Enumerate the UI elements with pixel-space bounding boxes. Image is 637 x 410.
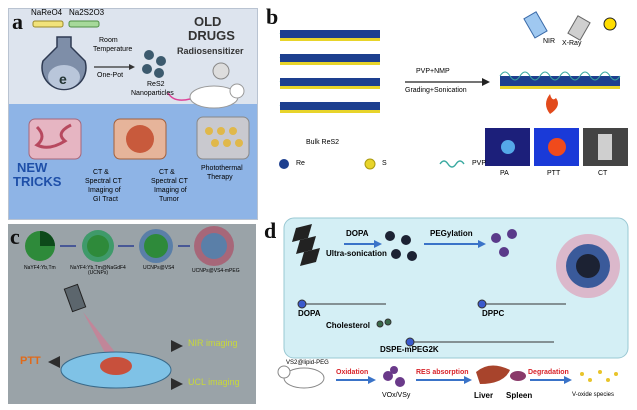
app3-line-1: Photothermal [201, 165, 243, 172]
panel-label-a: a [12, 9, 23, 34]
mode-ptt: PTT [547, 170, 561, 177]
legend-swatches [279, 158, 465, 170]
photothermal-icon [196, 116, 250, 160]
xray-icon [567, 15, 617, 41]
step-1-label: PVP+NMP [416, 68, 450, 75]
product-line-1: ReS2 [147, 81, 165, 88]
mode-pa: PA [500, 170, 509, 177]
v-oxide-species-label: V-oxide species [572, 392, 615, 398]
organ-liver-label: Liver [474, 391, 494, 400]
oxidation-label: Oxidation [336, 369, 369, 376]
liver-spleen-icon [476, 365, 526, 384]
reaction-flask-icon: e [41, 36, 87, 91]
vs2-sheets-icon [292, 224, 320, 266]
complex-label: VS2@lipid-PEG [286, 360, 329, 366]
old-drugs-line-2: DRUGS [188, 28, 235, 43]
panel-label-c: c [10, 224, 20, 249]
panel-label-b: b [266, 4, 279, 29]
old-drugs-line-1: OLD [194, 14, 222, 29]
nanoparticle-stage-icons [25, 226, 234, 266]
nir-imaging-label: NIR imaging [188, 338, 238, 348]
stage-3-label: UCNPs@VS4 [143, 265, 175, 271]
app3-line-2: Therapy [207, 174, 233, 181]
svg-text:e: e [59, 71, 67, 87]
tumor-icon [113, 118, 167, 160]
panel-c: c NaYF4:Yb,Tm NaYF4:Yb,Tm@NaGdF4 (UCNPs)… [8, 224, 256, 404]
legend-s: S [382, 160, 387, 167]
app1-line-1: CT & [93, 169, 109, 176]
ucl-imaging-label: UCL imaging [188, 377, 240, 387]
organ-spleen-label: Spleen [506, 391, 533, 400]
stage-1-label: NaYF4:Yb,Tm [24, 265, 56, 271]
app1-line-3: Imaging of [88, 187, 121, 194]
tumor-tissue-icon [60, 351, 172, 389]
panel-b-graphics [279, 11, 628, 170]
panel-b: b PVP+NMP Grading+Sonication Bulk ReS2 N… [260, 4, 632, 216]
stage-2-label: NaYF4:Yb,Tm@NaGdF4 (UCNPs) [70, 265, 126, 277]
new-tricks-line-1: NEW [17, 160, 48, 175]
nanoparticle-cluster-icon [142, 50, 166, 78]
res-absorption-label: RES absorption [416, 369, 469, 376]
v-oxide-species-icon [580, 370, 618, 382]
app2-line-2: Spectral CT [151, 178, 188, 185]
imaging-mode-tiles [485, 128, 628, 166]
app1-line-4: GI Tract [93, 196, 118, 203]
app2-line-1: CT & [159, 169, 175, 176]
lipid-cholesterol-label: Cholesterol [326, 321, 371, 330]
condition-line-1: Room [99, 37, 118, 44]
app2-line-3: Imaging of [154, 187, 187, 194]
bulk-res2-label: Bulk ReS2 [306, 139, 340, 146]
condition-line-2: Temperature [93, 46, 133, 53]
new-tricks-line-2: TRICKS [13, 174, 62, 189]
condition-line-3: One-Pot [97, 72, 124, 79]
panel-label-d: d [264, 218, 277, 243]
stage-4-label: UCNPs@VS4-mPEG [192, 268, 240, 274]
ptt-label: PTT [20, 355, 41, 367]
lipid-dspe-label: DSPE-mPEG2K [380, 345, 439, 354]
legend-re: Re [296, 160, 305, 167]
lipid-dppc-label: DPPC [482, 309, 505, 318]
lipid-structures [297, 299, 566, 347]
xray-label: X-Ray [562, 40, 582, 47]
step-2-label: Grading+Sonication [405, 87, 467, 94]
reagent-tube-yellow [32, 20, 64, 28]
panel-a-graphics: e [9, 20, 257, 219]
product-line-2: Nanoparticles [131, 90, 174, 97]
dopa-step-label: DOPA [346, 229, 369, 238]
ultra-sonication-label: Ultra-sonication [326, 249, 387, 258]
pegylated-particles-icon [491, 229, 517, 257]
reagent-2-label: Na2S2O3 [69, 8, 105, 17]
voxvsy-particles-icon [383, 366, 405, 387]
panel-d-graphics [277, 217, 629, 389]
exfoliated-sheet [499, 71, 621, 89]
ox-product-label: VOx/VSy [382, 392, 411, 399]
lipid-coated-particle [556, 234, 620, 298]
radiation-icon [212, 62, 230, 80]
panel-d: d DOPA Ultra-sonication PEGylation DOPA … [260, 214, 632, 406]
panel-a: e a NaReO4 N [8, 8, 258, 220]
outcome-arrows [48, 340, 183, 390]
reagent-1-label: NaReO4 [31, 8, 63, 17]
vs2-particles-icon [385, 231, 417, 261]
pegylation-label: PEGylation [430, 229, 473, 238]
nir-label: NIR [543, 38, 556, 45]
gi-tract-icon [28, 118, 82, 160]
lipid-dopa-label: DOPA [298, 309, 321, 318]
app1-line-2: Spectral CT [85, 178, 122, 185]
degradation-label: Degradation [528, 369, 569, 376]
bulk-res2-layers [279, 30, 380, 113]
mouse-icon [277, 365, 325, 389]
radiosensitizer-label: Radiosensitizer [177, 46, 244, 56]
app2-line-4: Tumor [159, 196, 179, 203]
panel-c-graphics [25, 226, 234, 390]
laser-icon [63, 283, 123, 364]
legend-pvp: PVP [472, 160, 487, 167]
reagent-tube-green [68, 20, 100, 28]
mouse-icon [167, 83, 245, 109]
flame-icon [546, 94, 558, 114]
synthesis-box [283, 217, 629, 359]
nir-laser-icon [523, 11, 548, 39]
mode-ct: CT [598, 170, 608, 177]
